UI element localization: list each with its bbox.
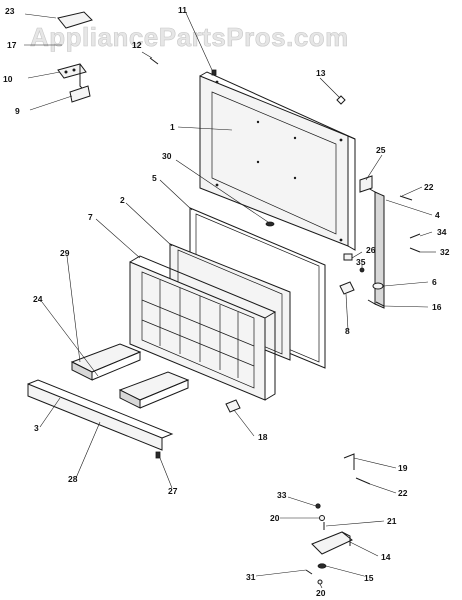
part-15 <box>317 563 327 569</box>
callout-35: 35 <box>356 257 366 267</box>
callout-7: 7 <box>88 212 93 222</box>
bushing-part-20-bottom <box>317 579 323 585</box>
pad-part-8 <box>339 281 355 295</box>
bin-part-24 <box>118 371 190 409</box>
callout-25: 25 <box>376 145 386 155</box>
callout-20-top: 20 <box>270 513 280 523</box>
bin-part-29 <box>70 343 142 381</box>
hinge-bracket-part-10 <box>57 63 87 93</box>
callout-29: 29 <box>60 248 70 258</box>
part-32 <box>409 247 421 253</box>
callout-19: 19 <box>398 463 408 473</box>
callout-6: 6 <box>432 277 437 287</box>
callout-14: 14 <box>381 552 391 562</box>
screw-part-12 <box>149 57 159 65</box>
callout-28: 28 <box>68 474 78 484</box>
callout-18: 18 <box>258 432 268 442</box>
callout-10: 10 <box>3 74 13 84</box>
screw-part-34 <box>409 233 421 239</box>
clip-part-18 <box>225 399 241 413</box>
callout-34: 34 <box>437 227 447 237</box>
callout-31: 31 <box>246 572 256 582</box>
callout-8: 8 <box>345 326 350 336</box>
front-rail-part-3 <box>27 379 174 451</box>
callout-30: 30 <box>162 151 172 161</box>
callout-labels: 23 17 10 9 11 12 13 1 30 25 22 5 4 34 2 … <box>3 5 450 598</box>
callout-2: 2 <box>120 195 125 205</box>
hinge-plate-part-9 <box>69 85 91 103</box>
callout-33: 33 <box>277 490 287 500</box>
callout-32: 32 <box>440 247 450 257</box>
callout-9: 9 <box>15 106 20 116</box>
callout-1: 1 <box>170 122 175 132</box>
watermark-text: AppliancePartsPros.com <box>30 22 349 52</box>
clip-part-27 <box>155 451 161 459</box>
plug-part-30 <box>265 221 275 227</box>
leader-lines <box>24 12 436 589</box>
screw-part-16 <box>375 301 385 307</box>
hinge-part-26 <box>343 253 353 261</box>
bushing-part-20-top <box>319 515 325 521</box>
callout-24: 24 <box>33 294 43 304</box>
callout-4: 4 <box>435 210 440 220</box>
callout-16: 16 <box>432 302 442 312</box>
callout-27: 27 <box>168 486 178 496</box>
washer-part-35 <box>359 267 365 273</box>
callout-12: 12 <box>132 40 142 50</box>
lower-hinge-part-14 <box>311 531 353 555</box>
hinge-pin-part-11 <box>211 69 217 76</box>
hinge-cover-part-23 <box>57 11 93 29</box>
callout-5: 5 <box>152 173 157 183</box>
callout-22-top: 22 <box>424 182 434 192</box>
callout-22-bottom: 22 <box>398 488 408 498</box>
screw-part-31 <box>305 569 313 575</box>
screw-part-13 <box>336 95 346 105</box>
callout-3: 3 <box>34 423 39 433</box>
callout-21: 21 <box>387 516 397 526</box>
door-handle-part-4 <box>367 187 385 309</box>
callout-26: 26 <box>366 245 376 255</box>
part-6 <box>372 282 384 290</box>
freezer-door-part-1 <box>199 71 356 251</box>
callout-13: 13 <box>316 68 326 78</box>
callout-17: 17 <box>7 40 17 50</box>
screw-part-22-top <box>399 195 413 201</box>
screw-part-22-bottom <box>355 477 371 485</box>
callout-20-bottom: 20 <box>316 588 326 598</box>
callout-15: 15 <box>364 573 374 583</box>
basket-frame-part-7 <box>129 255 277 401</box>
callout-23: 23 <box>5 6 15 16</box>
washer-part-33 <box>315 503 321 509</box>
callout-11: 11 <box>178 5 187 15</box>
hinge-bracket-part-19 <box>343 453 355 470</box>
